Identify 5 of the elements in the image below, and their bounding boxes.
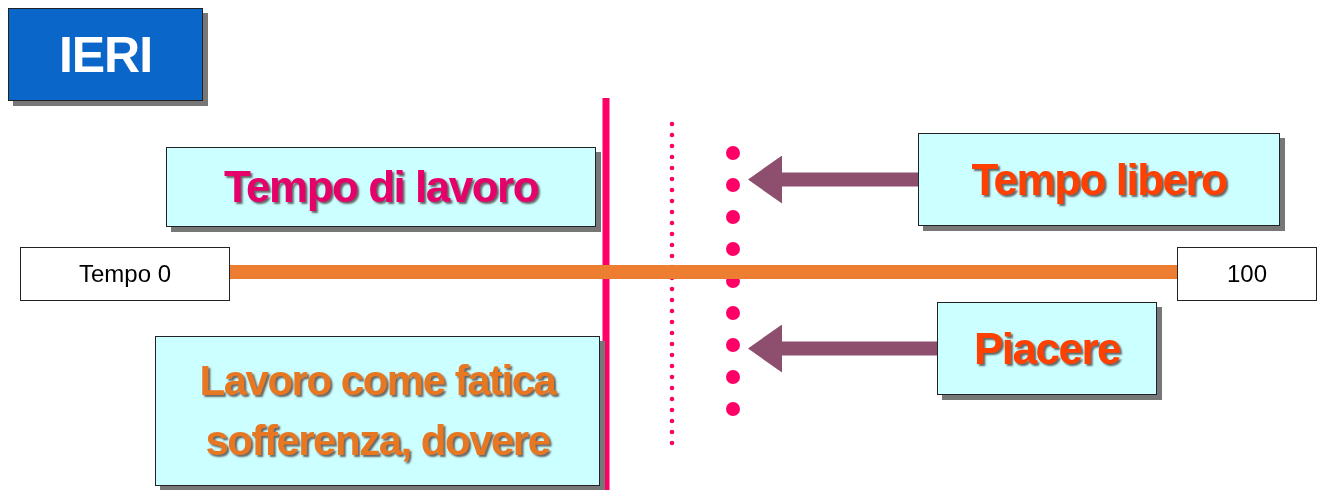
timeline-bar [230,265,1177,279]
end-label-box: 100 [1177,247,1317,301]
arrow [748,324,937,373]
arrow [748,155,918,204]
start-label-box: Tempo 0 [20,247,230,301]
